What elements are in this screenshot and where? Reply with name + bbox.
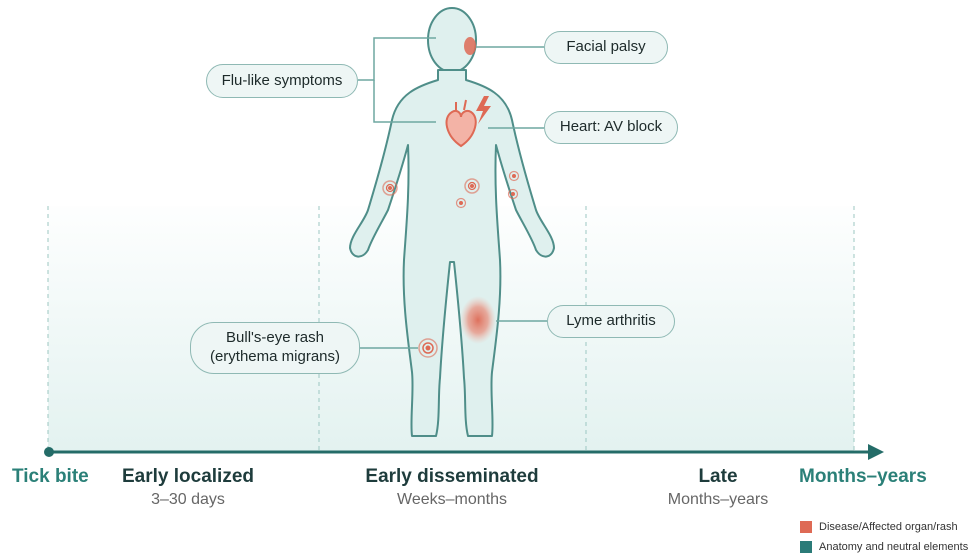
timeline-start-label: Tick bite: [12, 466, 89, 488]
rash-label-line1: Bull's-eye rash: [226, 329, 324, 348]
stage-late: Late Months–years: [640, 466, 796, 509]
legend-item-disease: Disease/Affected organ/rash: [800, 521, 958, 533]
callout-bullseye-rash: Bull's-eye rash (erythema migrans): [190, 322, 360, 374]
legend-swatch-disease: [800, 521, 812, 533]
stage-duration: Weeks–months: [342, 491, 562, 509]
legend-item-anatomy: Anatomy and neutral elements: [800, 541, 968, 553]
legend-swatch-anatomy: [800, 541, 812, 553]
stage-duration: 3–30 days: [100, 491, 276, 509]
tick-bite-dot: [44, 447, 54, 457]
legend-label: Disease/Affected organ/rash: [819, 521, 958, 533]
stage-duration: Months–years: [640, 491, 796, 509]
facial-palsy-mark: [464, 37, 476, 55]
knee-inflammation: [460, 296, 496, 344]
callout-lyme-arthritis: Lyme arthritis: [547, 305, 675, 338]
callout-heart-av-block: Heart: AV block: [544, 111, 678, 144]
stage-early-localized: Early localized 3–30 days: [100, 466, 276, 509]
stage-title: Late: [640, 466, 796, 488]
legend-label: Anatomy and neutral elements: [819, 541, 968, 553]
rash-label-line2: (erythema migrans): [210, 348, 340, 367]
stage-title: Early localized: [100, 466, 276, 488]
stage-early-disseminated: Early disseminated Weeks–months: [342, 466, 562, 509]
stage-title: Early disseminated: [342, 466, 562, 488]
timeline-end-label: Months–years: [799, 466, 927, 488]
callout-facial-palsy: Facial palsy: [544, 31, 668, 64]
callout-flu-like-symptoms: Flu-like symptoms: [206, 64, 358, 98]
